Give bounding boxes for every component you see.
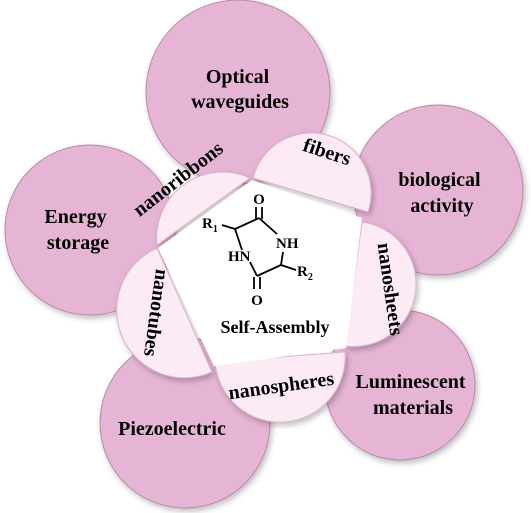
atom-o-bottom: O bbox=[251, 293, 263, 309]
label-biological-activity: biological activity bbox=[398, 169, 485, 217]
inner-lobe-nanospheres bbox=[214, 351, 346, 423]
label-energy-storage: Energy storage bbox=[44, 206, 111, 254]
inner-lobe-fibers bbox=[252, 132, 372, 213]
inner-lobes bbox=[116, 132, 417, 423]
inner-lobe-nanoribbons bbox=[156, 171, 251, 246]
atom-hn-left: HN bbox=[228, 249, 251, 265]
r2-group: R2 bbox=[297, 264, 313, 283]
label-optical-waveguides: Optical waveguides bbox=[191, 66, 289, 113]
label-luminescent-materials: Luminescent materials bbox=[356, 371, 471, 419]
center-pentagon bbox=[158, 180, 362, 366]
label-piezoelectric: Piezoelectric bbox=[118, 418, 226, 440]
diketopiperazine-structure bbox=[221, 207, 297, 289]
atom-nh-right: NH bbox=[276, 236, 299, 252]
center-label-self-assembly: Self-Assembly bbox=[221, 317, 330, 337]
r1-group: R1 bbox=[202, 216, 218, 235]
atom-o-top: O bbox=[253, 192, 265, 208]
inner-lobe-nanosheets bbox=[344, 221, 417, 348]
inner-lobe-nanotubes bbox=[116, 247, 213, 379]
